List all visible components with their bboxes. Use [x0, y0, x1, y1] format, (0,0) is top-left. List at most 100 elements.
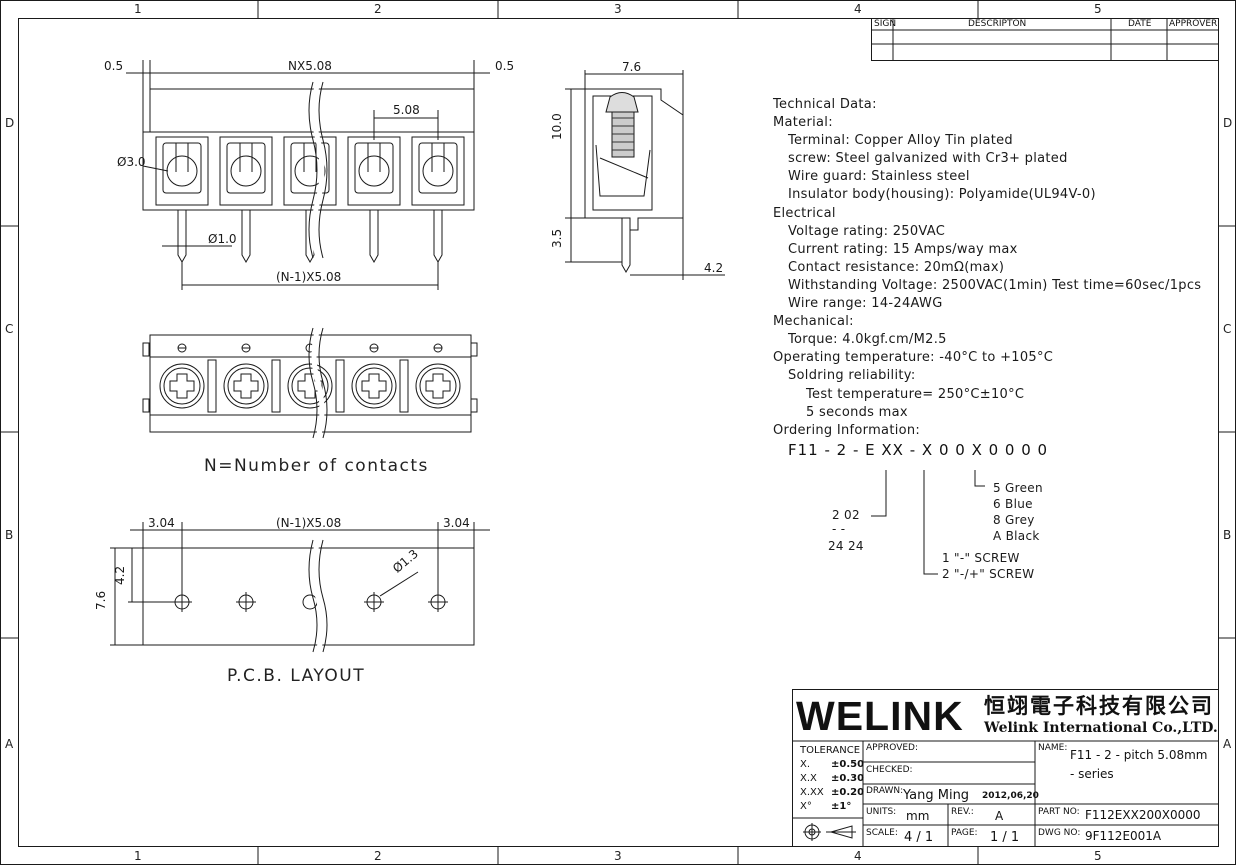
grid-row-b: B — [5, 528, 14, 542]
name-label: NAME: — [1038, 743, 1068, 753]
grid-row-a-right: A — [1223, 737, 1232, 751]
technical-data-block: Technical Data: Material: Terminal: Copper… — [773, 96, 1201, 440]
dim-side-height: 10.0 — [550, 113, 564, 140]
checked-label: CHECKED: — [866, 765, 913, 775]
ordering-screw-option-2: 2 "-/+" SCREW — [942, 567, 1035, 581]
company-name-cn: 恒翊電子科技有限公司 — [984, 693, 1214, 718]
dim-side-pin-len: 3.5 — [550, 228, 564, 248]
part-no-label: PART NO: — [1038, 807, 1080, 817]
tolerance-val-4: ±1° — [831, 801, 852, 812]
grid-row-b-right: B — [1223, 528, 1232, 542]
tech-data-line: Mechanical: — [773, 314, 854, 330]
tech-data-line: Wire range: 14-24AWG — [788, 296, 943, 312]
dwg-no-value: 9F112E001A — [1085, 829, 1162, 843]
dim-pcb-span: (N-1)X5.08 — [276, 516, 342, 530]
tech-data-line: Test temperature= 250°C±10°C — [806, 386, 1025, 402]
grid-row-d-right: D — [1223, 116, 1233, 130]
grid-col-1: 1 — [134, 2, 142, 16]
page-value: 1 / 1 — [990, 830, 1020, 845]
grid-col-2: 2 — [374, 2, 382, 16]
dim-front-edge-right: 0.5 — [495, 59, 515, 73]
dim-front-pin-dia: Ø1.0 — [208, 232, 237, 246]
tolerance-key-1: X. — [800, 759, 811, 770]
tolerance-key-3: X.XX — [800, 787, 824, 798]
tech-data-line: Current rating: 15 Amps/way max — [788, 241, 1018, 257]
ordering-poles-first: 2 02 — [832, 508, 860, 522]
scale-value: 4 / 1 — [904, 830, 934, 845]
grid-row-c: C — [5, 322, 14, 336]
dim-pcb-edge-left: 3.04 — [148, 516, 175, 530]
brand-logo: WELINK — [796, 693, 964, 739]
units-value: mm — [906, 809, 930, 823]
tech-data-line: Insulator body(housing): Polyamide(UL94V… — [788, 187, 1096, 203]
grid-col-2-bottom: 2 — [374, 849, 382, 863]
tolerance-label: TOLERANCE — [800, 745, 861, 756]
grid-col-4: 4 — [854, 2, 862, 16]
name-line-1: F11 - 2 - pitch 5.08mm — [1070, 748, 1208, 762]
dim-pcb-row-offset: 4.2 — [113, 565, 127, 585]
drawn-date: 2012,06,20 — [982, 791, 1039, 801]
rev-header-approver: APPROVER — [1169, 19, 1218, 29]
dwg-no-label: DWG NO: — [1038, 828, 1081, 838]
ordering-color-black: A Black — [993, 529, 1040, 543]
dim-front-pitch: 5.08 — [393, 103, 420, 117]
units-label: UNITS: — [866, 807, 897, 817]
tech-data-line: Electrical — [773, 205, 836, 221]
drawn-label: DRAWN: — [866, 786, 904, 796]
dim-side-width: 7.6 — [622, 60, 642, 74]
grid-row-a: A — [5, 737, 14, 751]
tolerance-val-3: ±0.20 — [831, 787, 865, 798]
tolerance-key-2: X.X — [800, 773, 817, 784]
part-no-value: F112EXX200X0000 — [1085, 808, 1201, 822]
tech-data-line: Operating temperature: -40°C to +105°C — [773, 350, 1054, 366]
grid-col-5-bottom: 5 — [1094, 849, 1102, 863]
ordering-screw-option-1: 1 "-" SCREW — [942, 551, 1020, 565]
dim-pcb-height: 7.6 — [94, 590, 108, 610]
scale-label: SCALE: — [866, 828, 898, 838]
tech-data-line: Torque: 4.0kgf.cm/M2.5 — [788, 332, 947, 348]
page-label: PAGE: — [951, 828, 978, 838]
tech-data-line: Withstanding Voltage: 2500VAC(1min) Test… — [788, 277, 1202, 293]
tolerance-val-1: ±0.50 — [831, 759, 865, 770]
tech-data-line: 5 seconds max — [806, 404, 908, 420]
rev-header-description: DESCRIPTON — [968, 19, 1027, 29]
tech-data-line: Terminal: Copper Alloy Tin plated — [788, 133, 1013, 149]
tech-data-line: Wire guard: Stainless steel — [788, 169, 970, 185]
tech-data-line: Ordering Information: — [773, 422, 921, 438]
tech-data-line: Technical Data: — [773, 97, 877, 112]
approved-label: APPROVED: — [866, 743, 918, 753]
tech-data-line: Voltage rating: 250VAC — [788, 223, 946, 239]
ordering-code: F11 - 2 - E XX - X 0 0 X 0 0 0 0 — [788, 441, 1049, 459]
rev-header-date: DATE — [1128, 19, 1152, 29]
grid-row-c-right: C — [1223, 322, 1232, 336]
dim-front-overall: NX5.08 — [288, 59, 332, 73]
tech-data-line: Contact resistance: 20mΩ(max) — [788, 259, 1005, 275]
tolerance-val-2: ±0.30 — [831, 773, 865, 784]
grid-row-d: D — [5, 116, 15, 130]
top-view-caption: N=Number of contacts — [204, 456, 429, 476]
drawn-by: Yang Ming — [903, 788, 970, 803]
company-name-en: Welink International Co.,LTD. — [984, 720, 1218, 736]
grid-col-1-bottom: 1 — [134, 849, 142, 863]
grid-col-3-bottom: 3 — [614, 849, 622, 863]
ordering-poles-last: 24 24 — [828, 539, 864, 553]
tech-data-line: Material: — [773, 115, 833, 131]
dim-side-pin-offset: 4.2 — [704, 261, 724, 275]
ordering-poles-dash: - - — [832, 522, 846, 536]
ordering-color-grey: 8 Grey — [993, 513, 1035, 527]
dim-front-edge-left: 0.5 — [104, 59, 124, 73]
grid-col-3: 3 — [614, 2, 622, 16]
pcb-layout-caption: P.C.B. LAYOUT — [227, 666, 366, 686]
dim-front-screw-dia: Ø3.0 — [117, 155, 146, 169]
rev-header-sign: SIGN — [874, 19, 897, 29]
ordering-color-green: 5 Green — [993, 481, 1043, 495]
tech-data-line: screw: Steel galvanized with Cr3+ plated — [788, 151, 1068, 167]
name-line-2: - series — [1070, 767, 1114, 781]
ordering-color-blue: 6 Blue — [993, 497, 1033, 511]
grid-col-5: 5 — [1094, 2, 1102, 16]
dim-pcb-edge-right: 3.04 — [443, 516, 470, 530]
rev-value: A — [995, 809, 1004, 823]
dim-front-pin-span: (N-1)X5.08 — [276, 270, 342, 284]
grid-col-4-bottom: 4 — [854, 849, 862, 863]
